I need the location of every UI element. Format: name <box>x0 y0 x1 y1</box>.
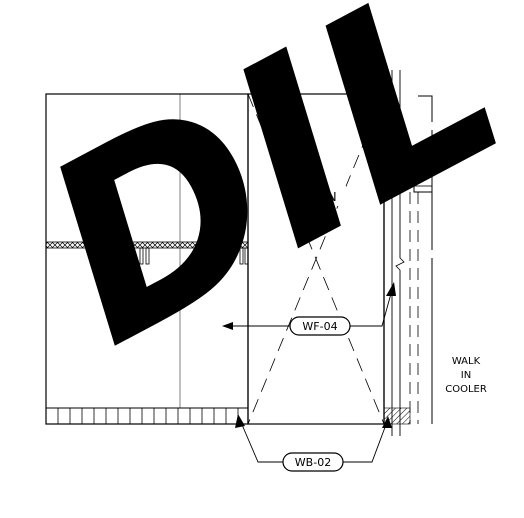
shelf-bracket-left <box>139 247 150 265</box>
wf-04-callout: WF-04 <box>222 282 396 336</box>
watermark-text: DIL <box>2 0 524 399</box>
open-label: OPEN <box>303 190 336 204</box>
watermark: DIL <box>1 0 524 400</box>
wb-02-label: WB-02 <box>295 456 331 469</box>
open-label-bg <box>296 186 346 206</box>
walk-label-line3: COOLER <box>445 384 487 395</box>
wf-04-label: WF-04 <box>302 320 337 333</box>
wb-02-callout: WB-02 <box>235 414 392 472</box>
open-bay-diagonal-2 <box>247 93 385 425</box>
walk-in-cooler-label: WALK IN COOLER <box>445 356 487 395</box>
right-wall <box>383 70 433 436</box>
walk-label-line1: WALK <box>452 356 481 367</box>
toe-kick <box>45 407 249 425</box>
walk-label-line2: IN <box>461 370 471 381</box>
